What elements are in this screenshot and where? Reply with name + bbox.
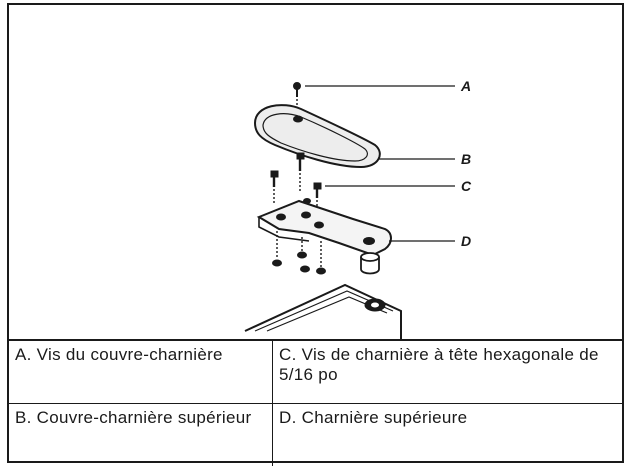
- callout-b: B: [461, 151, 471, 167]
- callout-leaders: [305, 85, 455, 242]
- mounting-holes: [272, 231, 326, 275]
- callout-a: A: [460, 78, 471, 94]
- callout-c: C: [461, 178, 472, 194]
- legend-item-d: D. Charnière supérieure: [272, 403, 622, 466]
- legend-row: A. Vis du couvre-charnière C. Vis de cha…: [9, 341, 622, 404]
- top-hinge-cover: [253, 104, 381, 169]
- top-hinge-bracket: [256, 198, 392, 275]
- legend-item-a: A. Vis du couvre-charnière: [9, 341, 273, 404]
- hinge-illustration: A B C D: [9, 5, 622, 341]
- cabinet-top: [244, 283, 402, 339]
- legend-row: B. Couvre-charnière supérieur D. Charniè…: [9, 403, 622, 466]
- figure-frame: A B C D A. Vis du couvre-charnière C. Vi…: [7, 3, 624, 466]
- parts-legend-table: A. Vis du couvre-charnière C. Vis de cha…: [9, 341, 622, 466]
- hinge-exploded-diagram: A B C D: [244, 78, 472, 339]
- legend-item-b: B. Couvre-charnière supérieur: [9, 403, 273, 466]
- legend-item-c: C. Vis de charnière à tête hexagonale de…: [272, 341, 622, 404]
- callout-d: D: [461, 233, 471, 249]
- hinge-cover-screw: [293, 82, 301, 113]
